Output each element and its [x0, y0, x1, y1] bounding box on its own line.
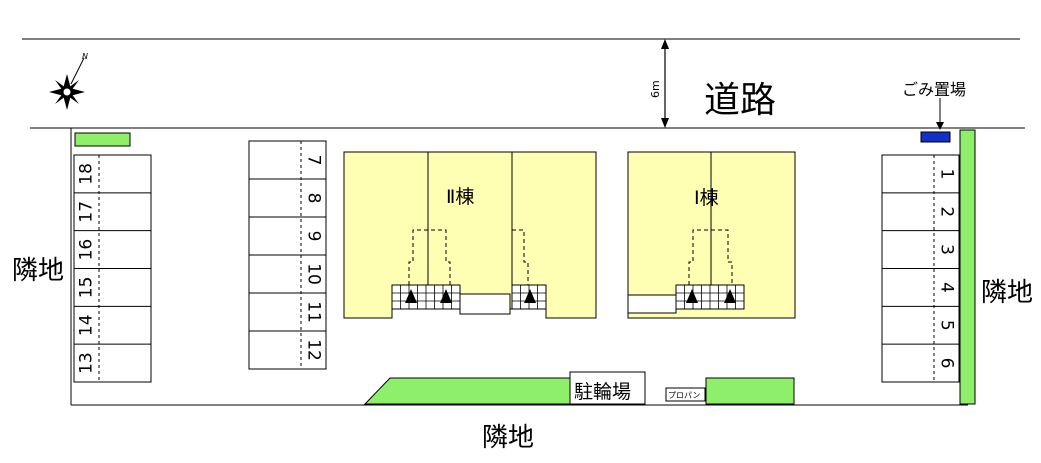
building-2-label: Ⅱ棟 — [446, 186, 474, 208]
propane-box — [665, 387, 706, 402]
parking-block-east: 1 2 3 4 5 6 — [881, 154, 960, 383]
green-strip-south-right — [705, 377, 795, 405]
entrance-dashed-outline — [688, 229, 733, 285]
parking-space-number: 18 — [77, 163, 97, 185]
garbage-area — [920, 131, 951, 143]
entrance-triangle-icon — [405, 289, 417, 303]
parking-space-number: 15 — [77, 277, 97, 299]
bicycle-parking-box — [569, 371, 646, 405]
parking-space-number: 8 — [304, 193, 324, 204]
road-width-label: 6m — [649, 80, 662, 98]
neighbor-label-east: 隣地 — [981, 278, 1033, 308]
green-strip-south-left — [363, 377, 572, 405]
road-label: 道路 — [704, 80, 776, 121]
entrance-dashed-outline — [408, 229, 451, 285]
building-1-label: Ⅰ棟 — [694, 187, 719, 209]
parking-space-number: 9 — [304, 231, 324, 242]
entrance-grid — [675, 284, 745, 310]
parking-block-west: 18 17 16 15 14 13 — [73, 154, 152, 383]
entrance-triangle-icon — [724, 289, 736, 303]
site-boundary — [70, 128, 968, 406]
entrance-triangle-icon — [686, 289, 698, 303]
entrance-dashed-outline — [512, 229, 529, 285]
garbage-pointer-arrowhead — [936, 122, 944, 130]
parking-space-number: 3 — [937, 244, 957, 255]
entrance-triangle-icon — [440, 289, 452, 303]
parking-space-number: 16 — [77, 239, 97, 261]
parking-space-number: 11 — [304, 301, 324, 323]
road-width-dimension: 6m — [649, 39, 669, 128]
neighbor-label-south: 隣地 — [482, 423, 534, 453]
bicycle-parking-label: 駐輪場 — [574, 381, 631, 403]
building-2: Ⅱ棟 — [343, 151, 597, 319]
parking-space-number: 1 — [937, 169, 957, 180]
entrance-grid — [391, 284, 461, 310]
neighbor-label-west: 隣地 — [12, 256, 64, 286]
parking-space-number: 12 — [304, 339, 324, 361]
parking-space-number: 10 — [304, 263, 324, 285]
parking-block-middle: 7 8 9 10 11 12 — [248, 140, 327, 370]
green-strip-east — [959, 129, 976, 405]
svg-text:N: N — [82, 52, 88, 61]
green-strip-northwest — [74, 132, 131, 147]
parking-space-number: 17 — [77, 201, 97, 223]
entrance-gap-box — [627, 294, 677, 314]
entrance-gap-box — [459, 293, 511, 315]
building-1: Ⅰ棟 — [627, 151, 796, 319]
compass-icon: N — [49, 52, 88, 110]
parking-space-number: 5 — [937, 320, 957, 331]
entrance-layer — [391, 229, 745, 315]
parking-space-number: 7 — [304, 155, 324, 166]
parking-space-number: 14 — [77, 314, 97, 336]
parking-space-number: 2 — [937, 206, 957, 217]
parking-space-number: 13 — [77, 352, 97, 374]
entrance-triangle-icon — [524, 289, 536, 303]
propane-label: プロパン — [668, 391, 700, 400]
parking-space-number: 4 — [937, 282, 957, 293]
garbage-label: ごみ置場 — [902, 80, 966, 99]
parking-space-number: 6 — [937, 358, 957, 369]
